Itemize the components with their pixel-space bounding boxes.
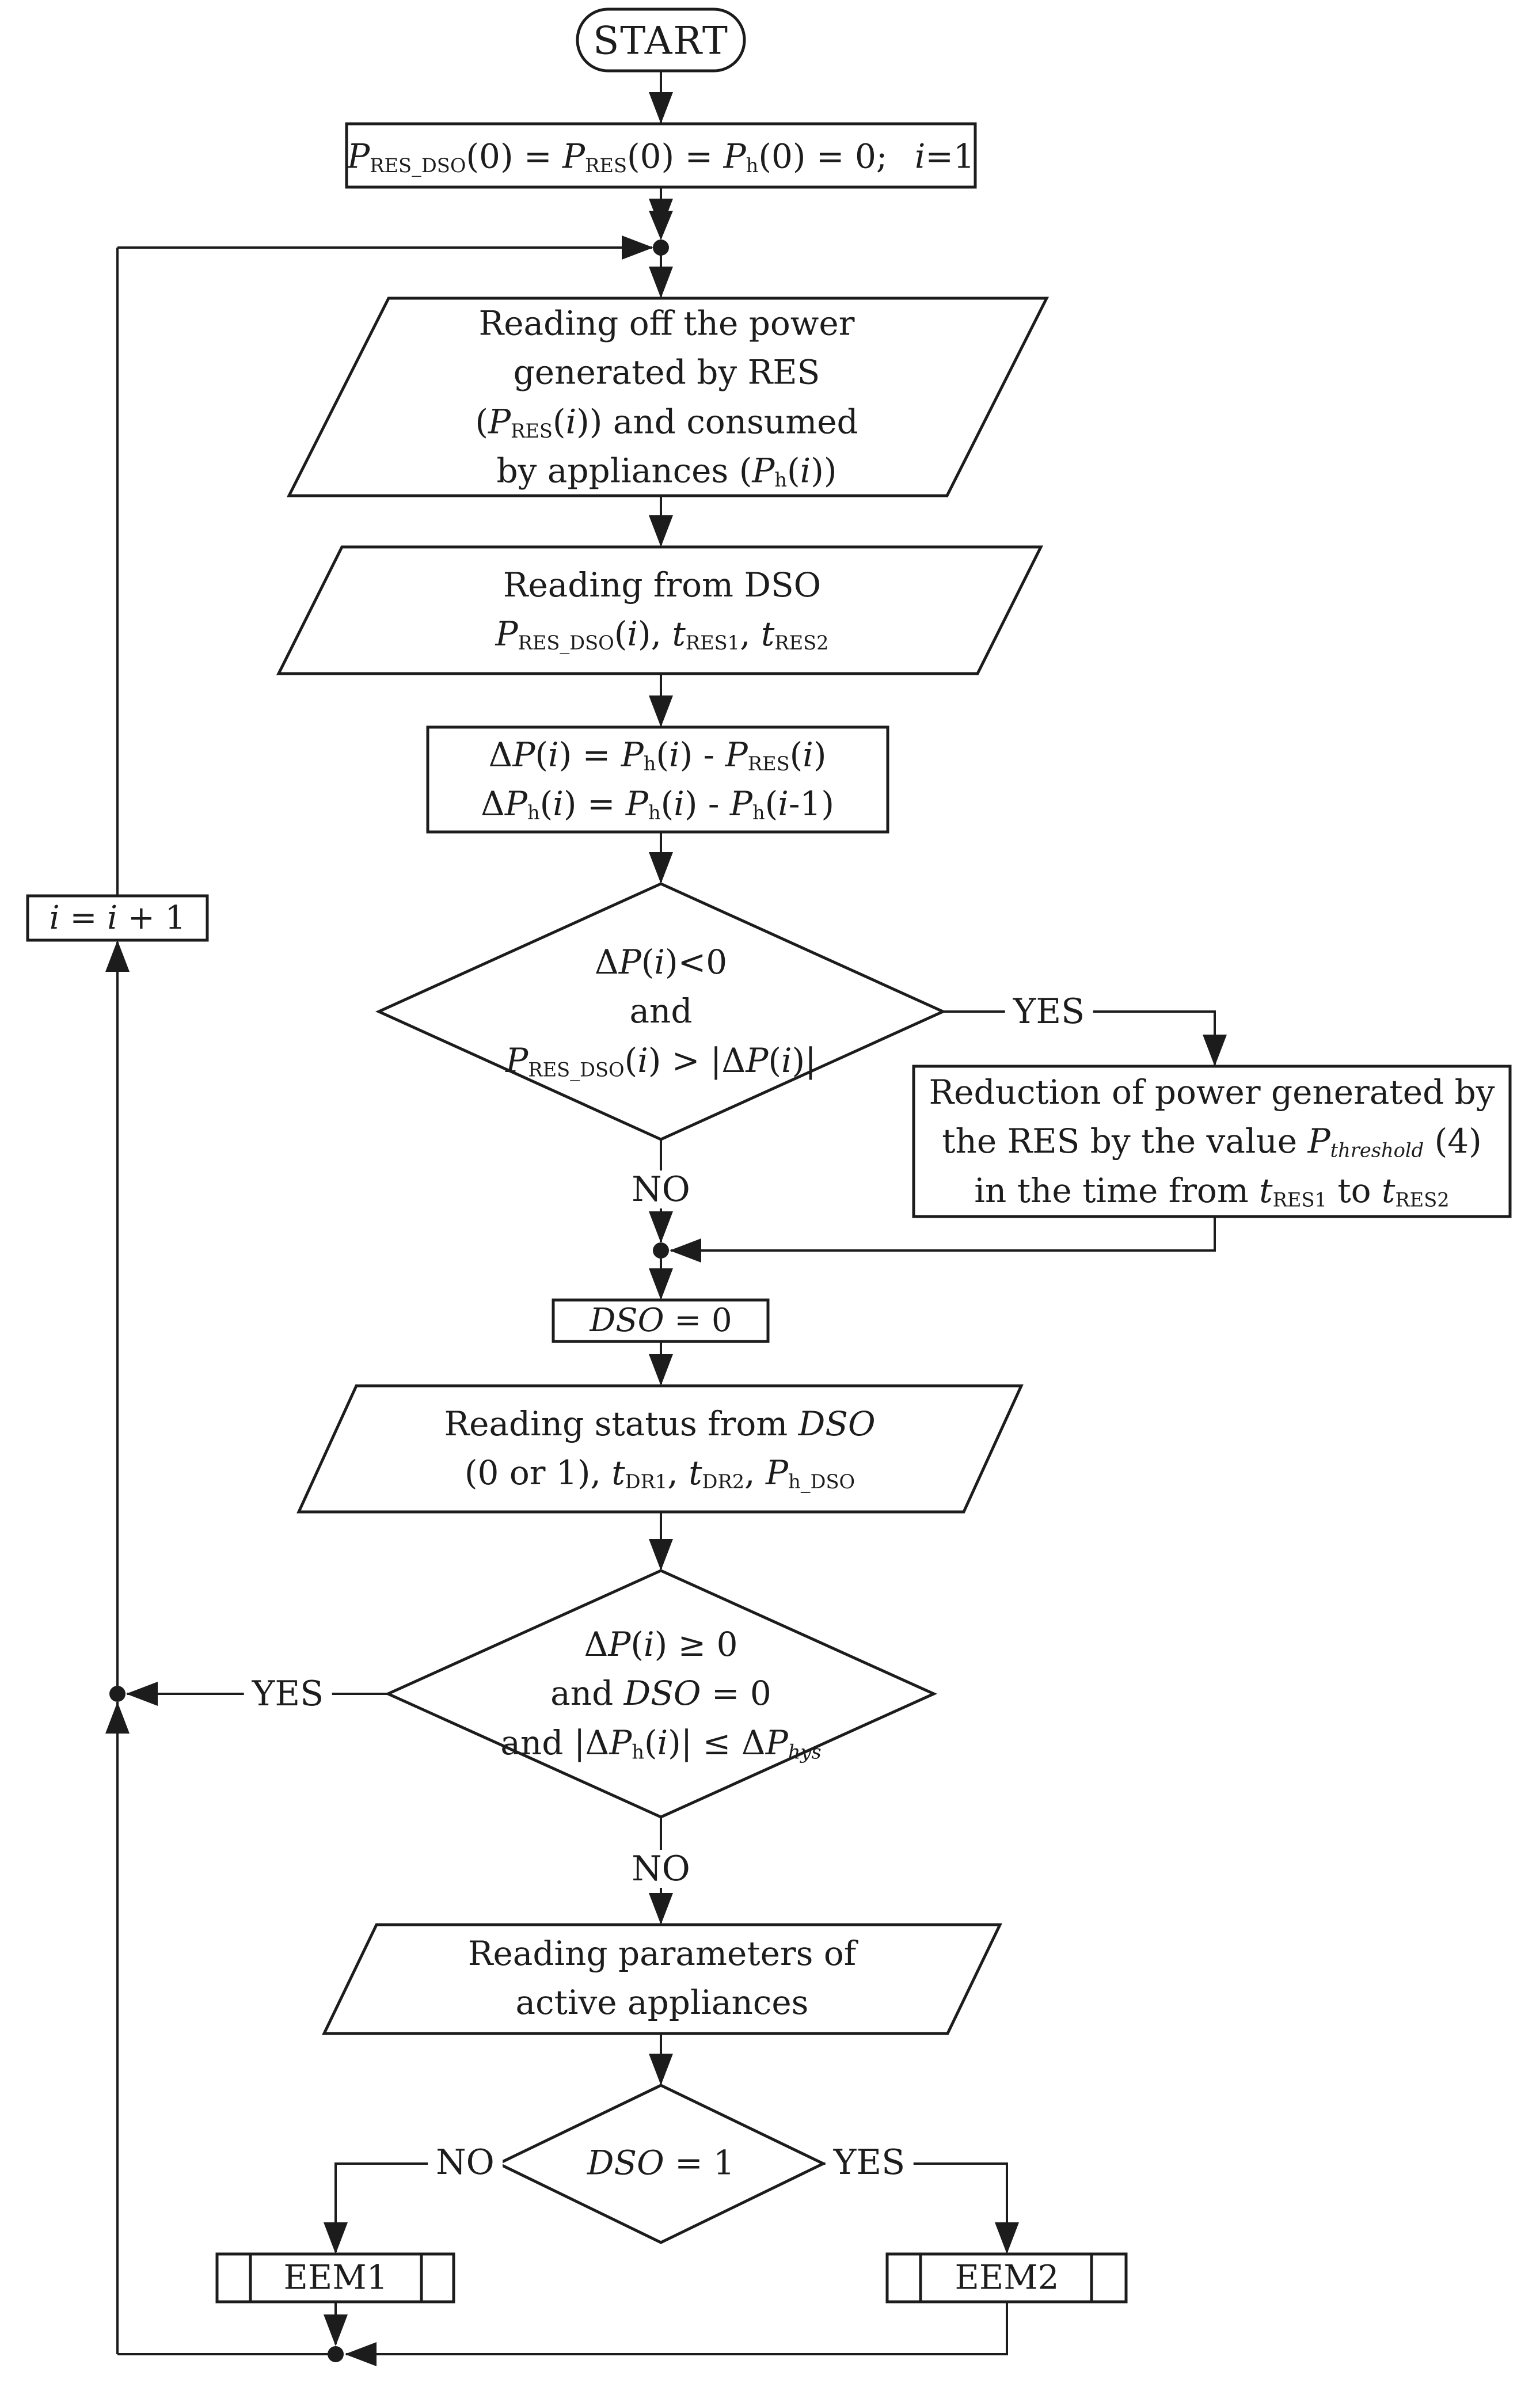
junction2-dot xyxy=(653,1242,669,1259)
arrow-into-read-power xyxy=(649,267,673,298)
read-params-parallelogram xyxy=(322,1923,1002,2035)
edge-eem2-to-bottom-junction xyxy=(346,2302,1008,2355)
delta-box-line: ΔPh(i) = Ph(i) - Ph(i-1) xyxy=(481,784,834,824)
eem2-shape xyxy=(885,2252,1128,2304)
left-junction-dot xyxy=(109,1686,126,1702)
reduction-box-shape xyxy=(912,1065,1512,1218)
arrow-into-decision3 xyxy=(649,2054,673,2085)
arrow-loop-into-left-junction xyxy=(105,1702,130,1734)
arrow-eem2-into-bottom-junction xyxy=(345,2342,377,2366)
read-power-line: (PRES(i)) and consumed xyxy=(475,402,858,442)
reduction-box-line: in the time from tRES1 to tRES2 xyxy=(974,1170,1450,1211)
decision1-diamond xyxy=(375,882,947,1141)
read-status-line: (0 or 1), tDR1, tDR2, Ph_DSO xyxy=(464,1453,855,1493)
bottom-junction-dot xyxy=(328,2346,344,2362)
arrow-into-reduction-box xyxy=(1203,1035,1227,1066)
read-status-text: Reading status from DSO (0 or 1), tDR1, … xyxy=(444,1400,875,1498)
read-params-text: Reading parameters of active appliances xyxy=(468,1929,856,2028)
arrow-into-eem2 xyxy=(995,2222,1019,2254)
increment-box-shape xyxy=(26,894,209,942)
reduction-box-line: the RES by the value Pthreshold (4) xyxy=(942,1122,1482,1162)
decision3-yes-label: YES xyxy=(825,2143,914,2181)
decision1-text: ΔP(i)<0 and PRES_DSO(i) > |ΔP(i)| xyxy=(505,938,816,1085)
decision2-line: ΔP(i) ≥ 0 xyxy=(584,1625,738,1664)
decision3-text: DSO = 1 xyxy=(587,2143,735,2183)
read-status-line: Reading status from DSO xyxy=(444,1404,876,1443)
init-box-shape xyxy=(345,122,977,189)
arrow-into-eem1 xyxy=(324,2222,348,2254)
arrow-into-read-params xyxy=(649,1893,673,1925)
read-dso-text: Reading from DSO PRES_DSO(i), tRES1, tRE… xyxy=(495,561,828,659)
eem1-shape xyxy=(215,2252,455,2304)
junction-dots xyxy=(109,240,669,2362)
init-box-text: PRES_DSO(0) = PRES(0) = Ph(0) = 0; i=1 xyxy=(347,136,975,177)
decision2-text: ΔP(i) ≥ 0 and DSO = 0 and |ΔPh(i)| ≤ ΔPh… xyxy=(500,1620,821,1768)
arrow-into-init-box xyxy=(649,92,673,124)
decision1-line: ΔP(i)<0 xyxy=(594,942,728,982)
eem1-label: EEM1 xyxy=(283,2257,388,2297)
start-label: START xyxy=(593,18,729,63)
decision2-diamond xyxy=(384,1569,938,1819)
delta-box-text: ΔP(i) = Ph(i) - PRES(i) ΔPh(i) = Ph(i) -… xyxy=(481,731,834,829)
decision1-no-label: NO xyxy=(623,1170,698,1208)
delta-box-shape xyxy=(426,725,889,834)
decision3-diamond xyxy=(495,2084,827,2244)
reduction-box-line: Reduction of power generated by xyxy=(929,1073,1495,1112)
read-dso-line: PRES_DSO(i), tRES1, tRES2 xyxy=(495,614,829,655)
arrow-eem1-into-bottom-junction xyxy=(324,2314,348,2346)
decision1-yes-label: YES xyxy=(1005,993,1093,1031)
arrow-reduction-into-junction2 xyxy=(670,1238,701,1263)
arrowheads xyxy=(105,92,1227,2366)
dso-zero-box-shape xyxy=(552,1298,770,1343)
delta-box-line: ΔP(i) = Ph(i) - PRES(i) xyxy=(488,735,827,776)
edge-reduction-return xyxy=(671,1217,1216,1252)
arrow-into-decision2 xyxy=(649,1539,673,1571)
read-power-line: generated by RES xyxy=(513,352,820,392)
decision2-no-label: NO xyxy=(623,1850,698,1888)
junction1-dot xyxy=(653,240,669,256)
read-power-parallelogram xyxy=(286,297,1050,497)
read-dso-parallelogram xyxy=(276,545,1044,675)
increment-box-text: i = i + 1 xyxy=(49,899,186,937)
arrow-no-into-junction2 xyxy=(649,1211,673,1243)
decision2-line: and |ΔPh(i)| ≤ ΔPhys xyxy=(500,1723,822,1763)
arrow-yes2-into-left-junction xyxy=(126,1682,158,1706)
read-status-parallelogram xyxy=(296,1384,1024,1514)
read-power-text: Reading off the power generated by RES (… xyxy=(475,299,858,496)
node-shapes xyxy=(26,7,1512,2304)
arrow-into-read-status xyxy=(649,1354,673,1386)
read-power-line: Reading off the power xyxy=(478,303,855,343)
decision1-line: and xyxy=(629,991,693,1031)
read-params-line: active appliances xyxy=(515,1983,809,2022)
dso-zero-box-text: DSO = 0 xyxy=(590,1301,732,1339)
read-params-line: Reading parameters of xyxy=(467,1933,857,1973)
decision2-yes-label: YES xyxy=(244,1675,332,1713)
arrow-into-delta-box xyxy=(649,695,673,727)
arrow-into-read-dso xyxy=(649,515,673,547)
decision3-no-label: NO xyxy=(428,2143,503,2181)
read-dso-line: Reading from DSO xyxy=(503,565,822,605)
eem2-label: EEM2 xyxy=(955,2257,1059,2297)
decision1-line: PRES_DSO(i) > |ΔP(i)| xyxy=(505,1040,816,1081)
reduction-box-text: Reduction of power generated by the RES … xyxy=(929,1068,1495,1215)
arrow-loop-into-junction1 xyxy=(622,235,653,260)
arrow-into-increment-box xyxy=(105,940,130,972)
decision2-line: and DSO = 0 xyxy=(550,1674,771,1713)
arrow-into-decision1 xyxy=(649,852,673,884)
arrow-above-junction1-b xyxy=(649,211,673,240)
arrow-into-dso-zero xyxy=(649,1268,673,1300)
read-power-line: by appliances (Ph(i)) xyxy=(496,451,837,491)
start-terminator-shape xyxy=(576,7,746,73)
